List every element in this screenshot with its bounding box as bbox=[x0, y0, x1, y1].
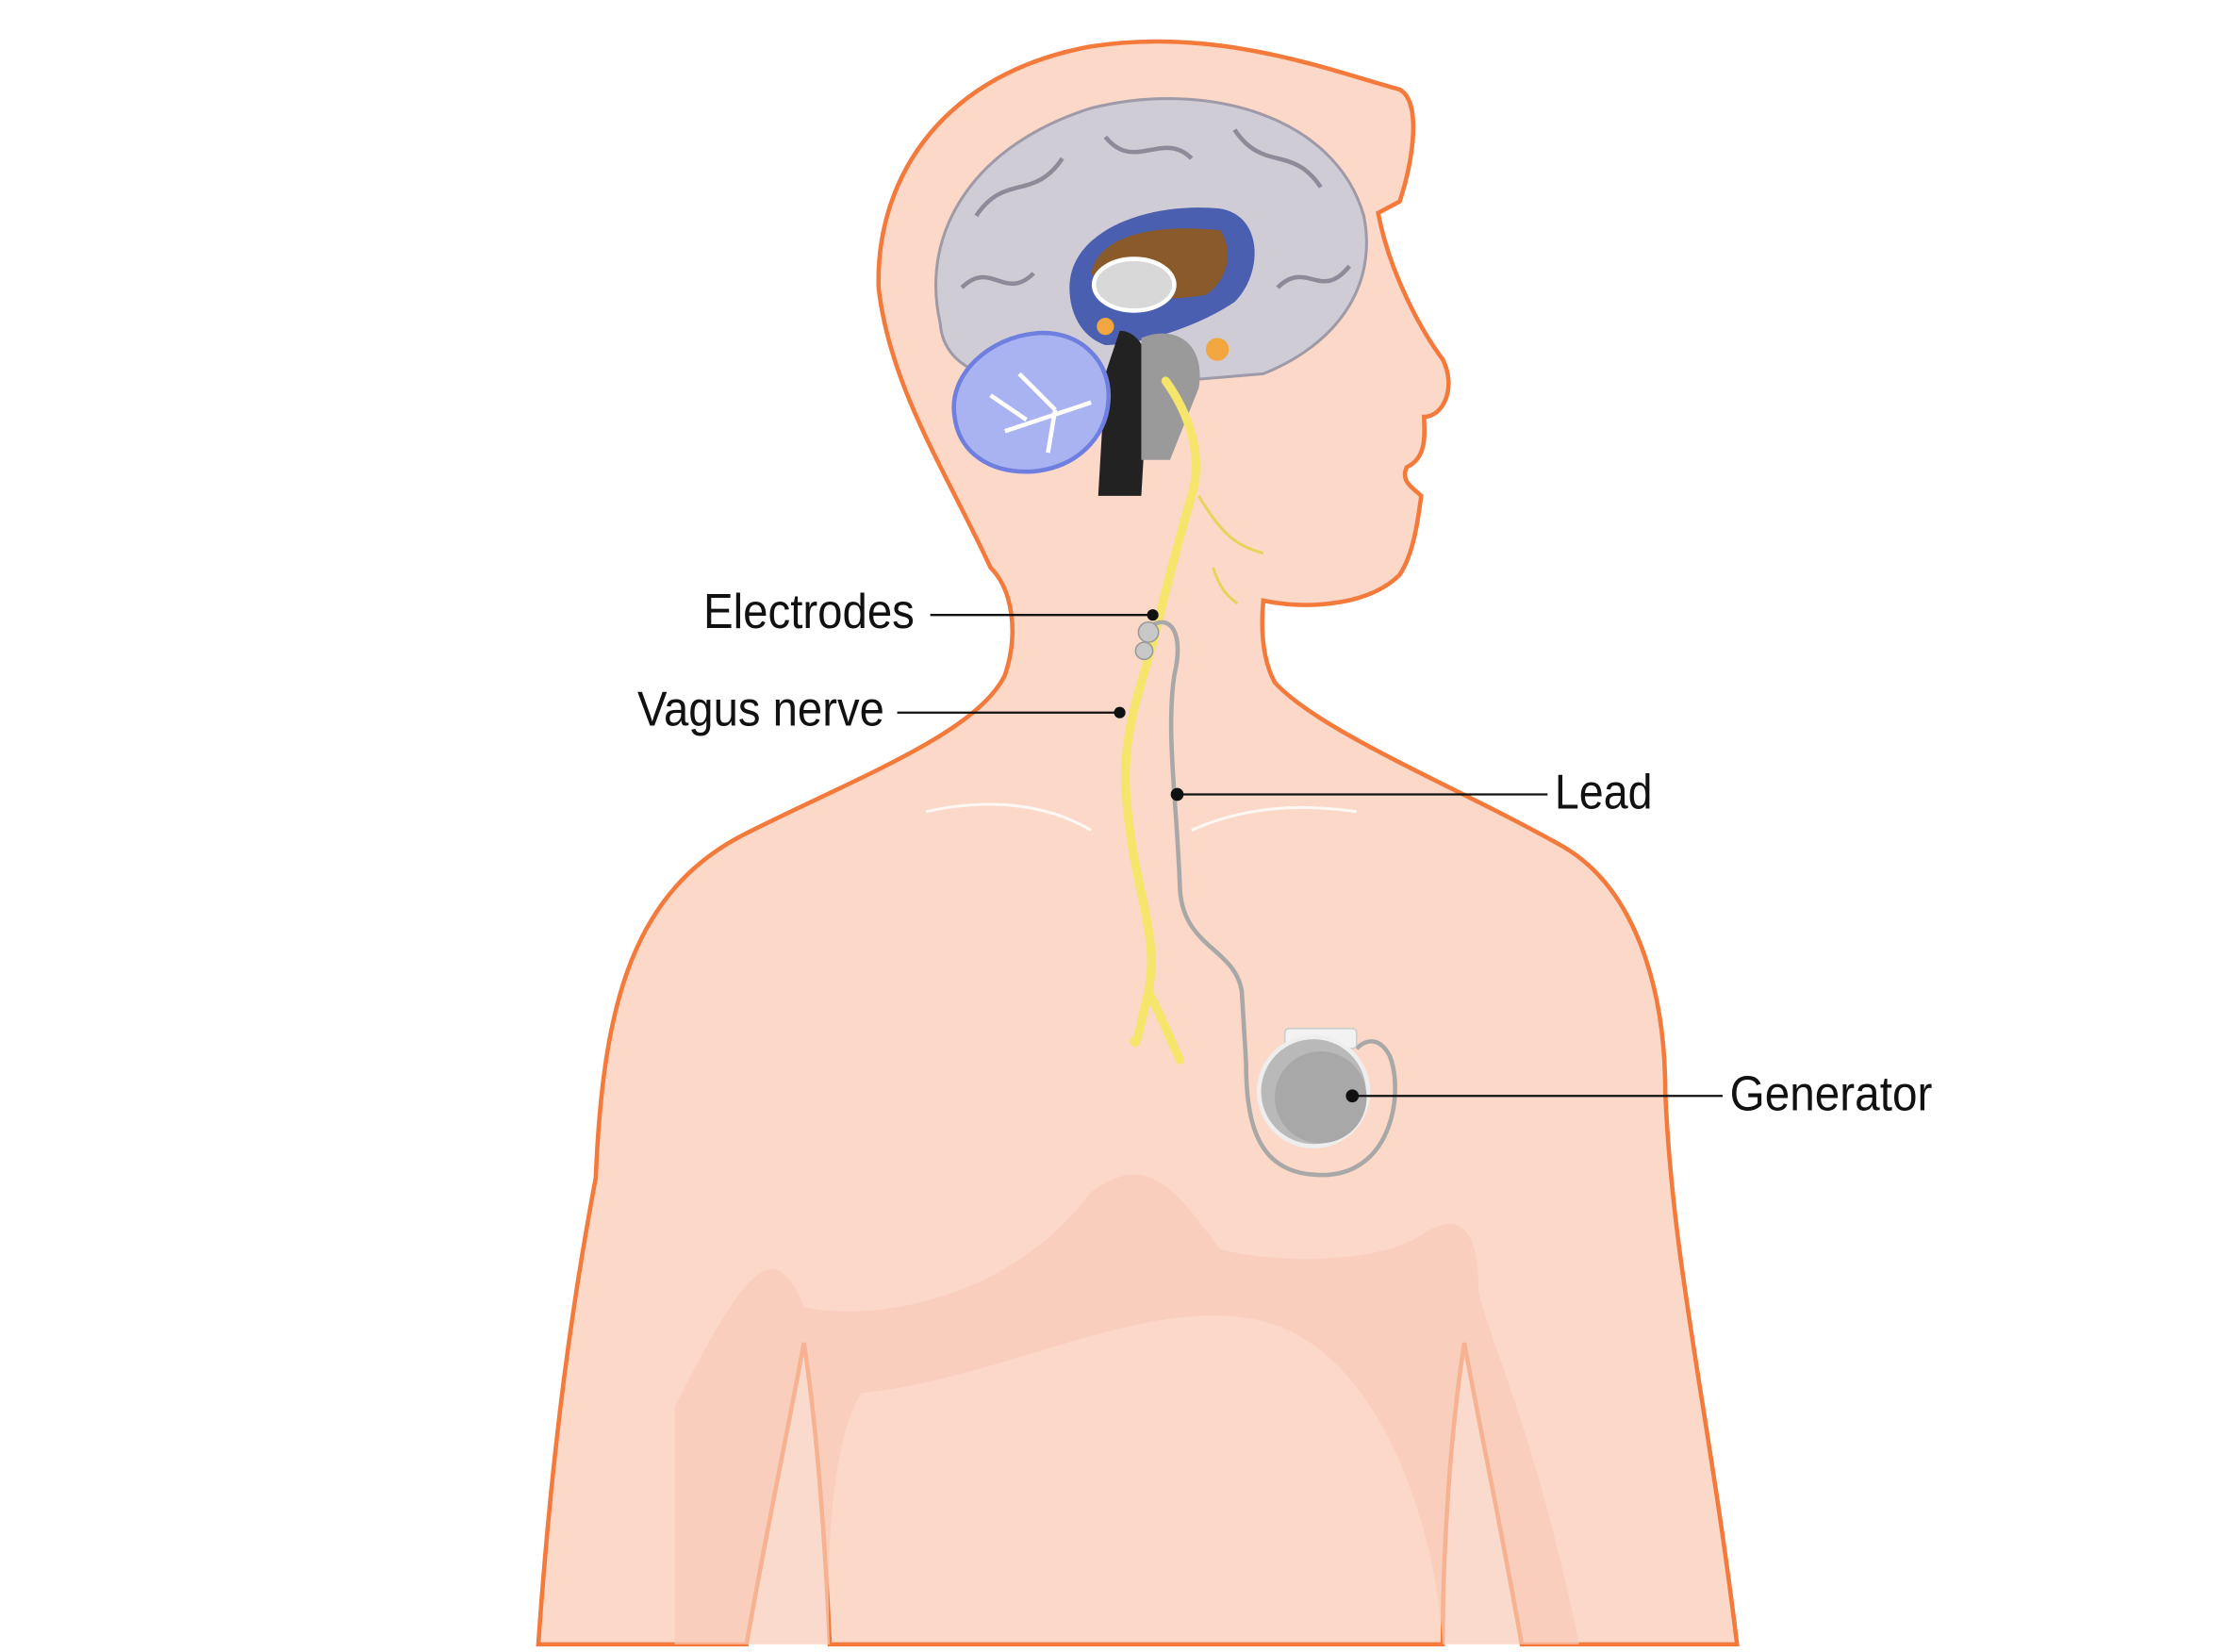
label-lead: Lead bbox=[1555, 765, 1653, 819]
vagus-nerve-dot bbox=[1114, 706, 1126, 719]
generator-dot bbox=[1345, 1089, 1360, 1103]
clavicle-right bbox=[1191, 805, 1358, 832]
label-generator: Generator bbox=[1730, 1066, 1933, 1120]
electrode bbox=[1134, 641, 1154, 661]
label-vagus-nerve: Vagus nerve bbox=[637, 681, 884, 735]
lead-dot bbox=[1170, 787, 1184, 801]
chest-shading bbox=[674, 1174, 1579, 1644]
electrode bbox=[1137, 621, 1160, 643]
nerve-branches bbox=[1197, 495, 1264, 605]
cerebellum bbox=[951, 330, 1111, 474]
electrodes-dot bbox=[1147, 609, 1159, 621]
brain bbox=[934, 97, 1368, 496]
clavicle-left bbox=[925, 802, 1092, 832]
lead-wire bbox=[1151, 620, 1397, 1178]
cerebellum-arbor bbox=[989, 372, 1092, 454]
vagus-nerve bbox=[1121, 376, 1200, 1065]
label-electrodes: Electrodes bbox=[703, 584, 915, 638]
generator-device bbox=[1256, 1027, 1371, 1148]
